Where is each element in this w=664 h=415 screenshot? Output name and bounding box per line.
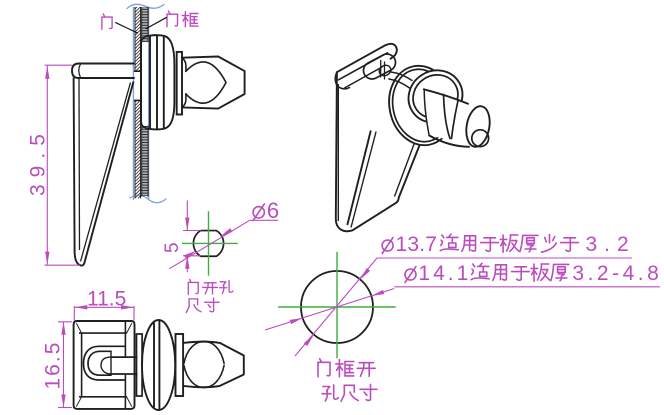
svg-text:39.5: 39.5 — [27, 127, 50, 196]
svg-text:3.2: 3.2 — [586, 233, 636, 256]
svg-text:13.7: 13.7 — [396, 233, 438, 256]
svg-text:3.2-4.8: 3.2-4.8 — [572, 262, 662, 285]
svg-text:11.5: 11.5 — [87, 288, 126, 311]
svg-text:16.5: 16.5 — [42, 341, 65, 390]
svg-text:6: 6 — [267, 198, 279, 223]
svg-text:5: 5 — [162, 242, 183, 253]
svg-text:14.1: 14.1 — [418, 262, 471, 285]
